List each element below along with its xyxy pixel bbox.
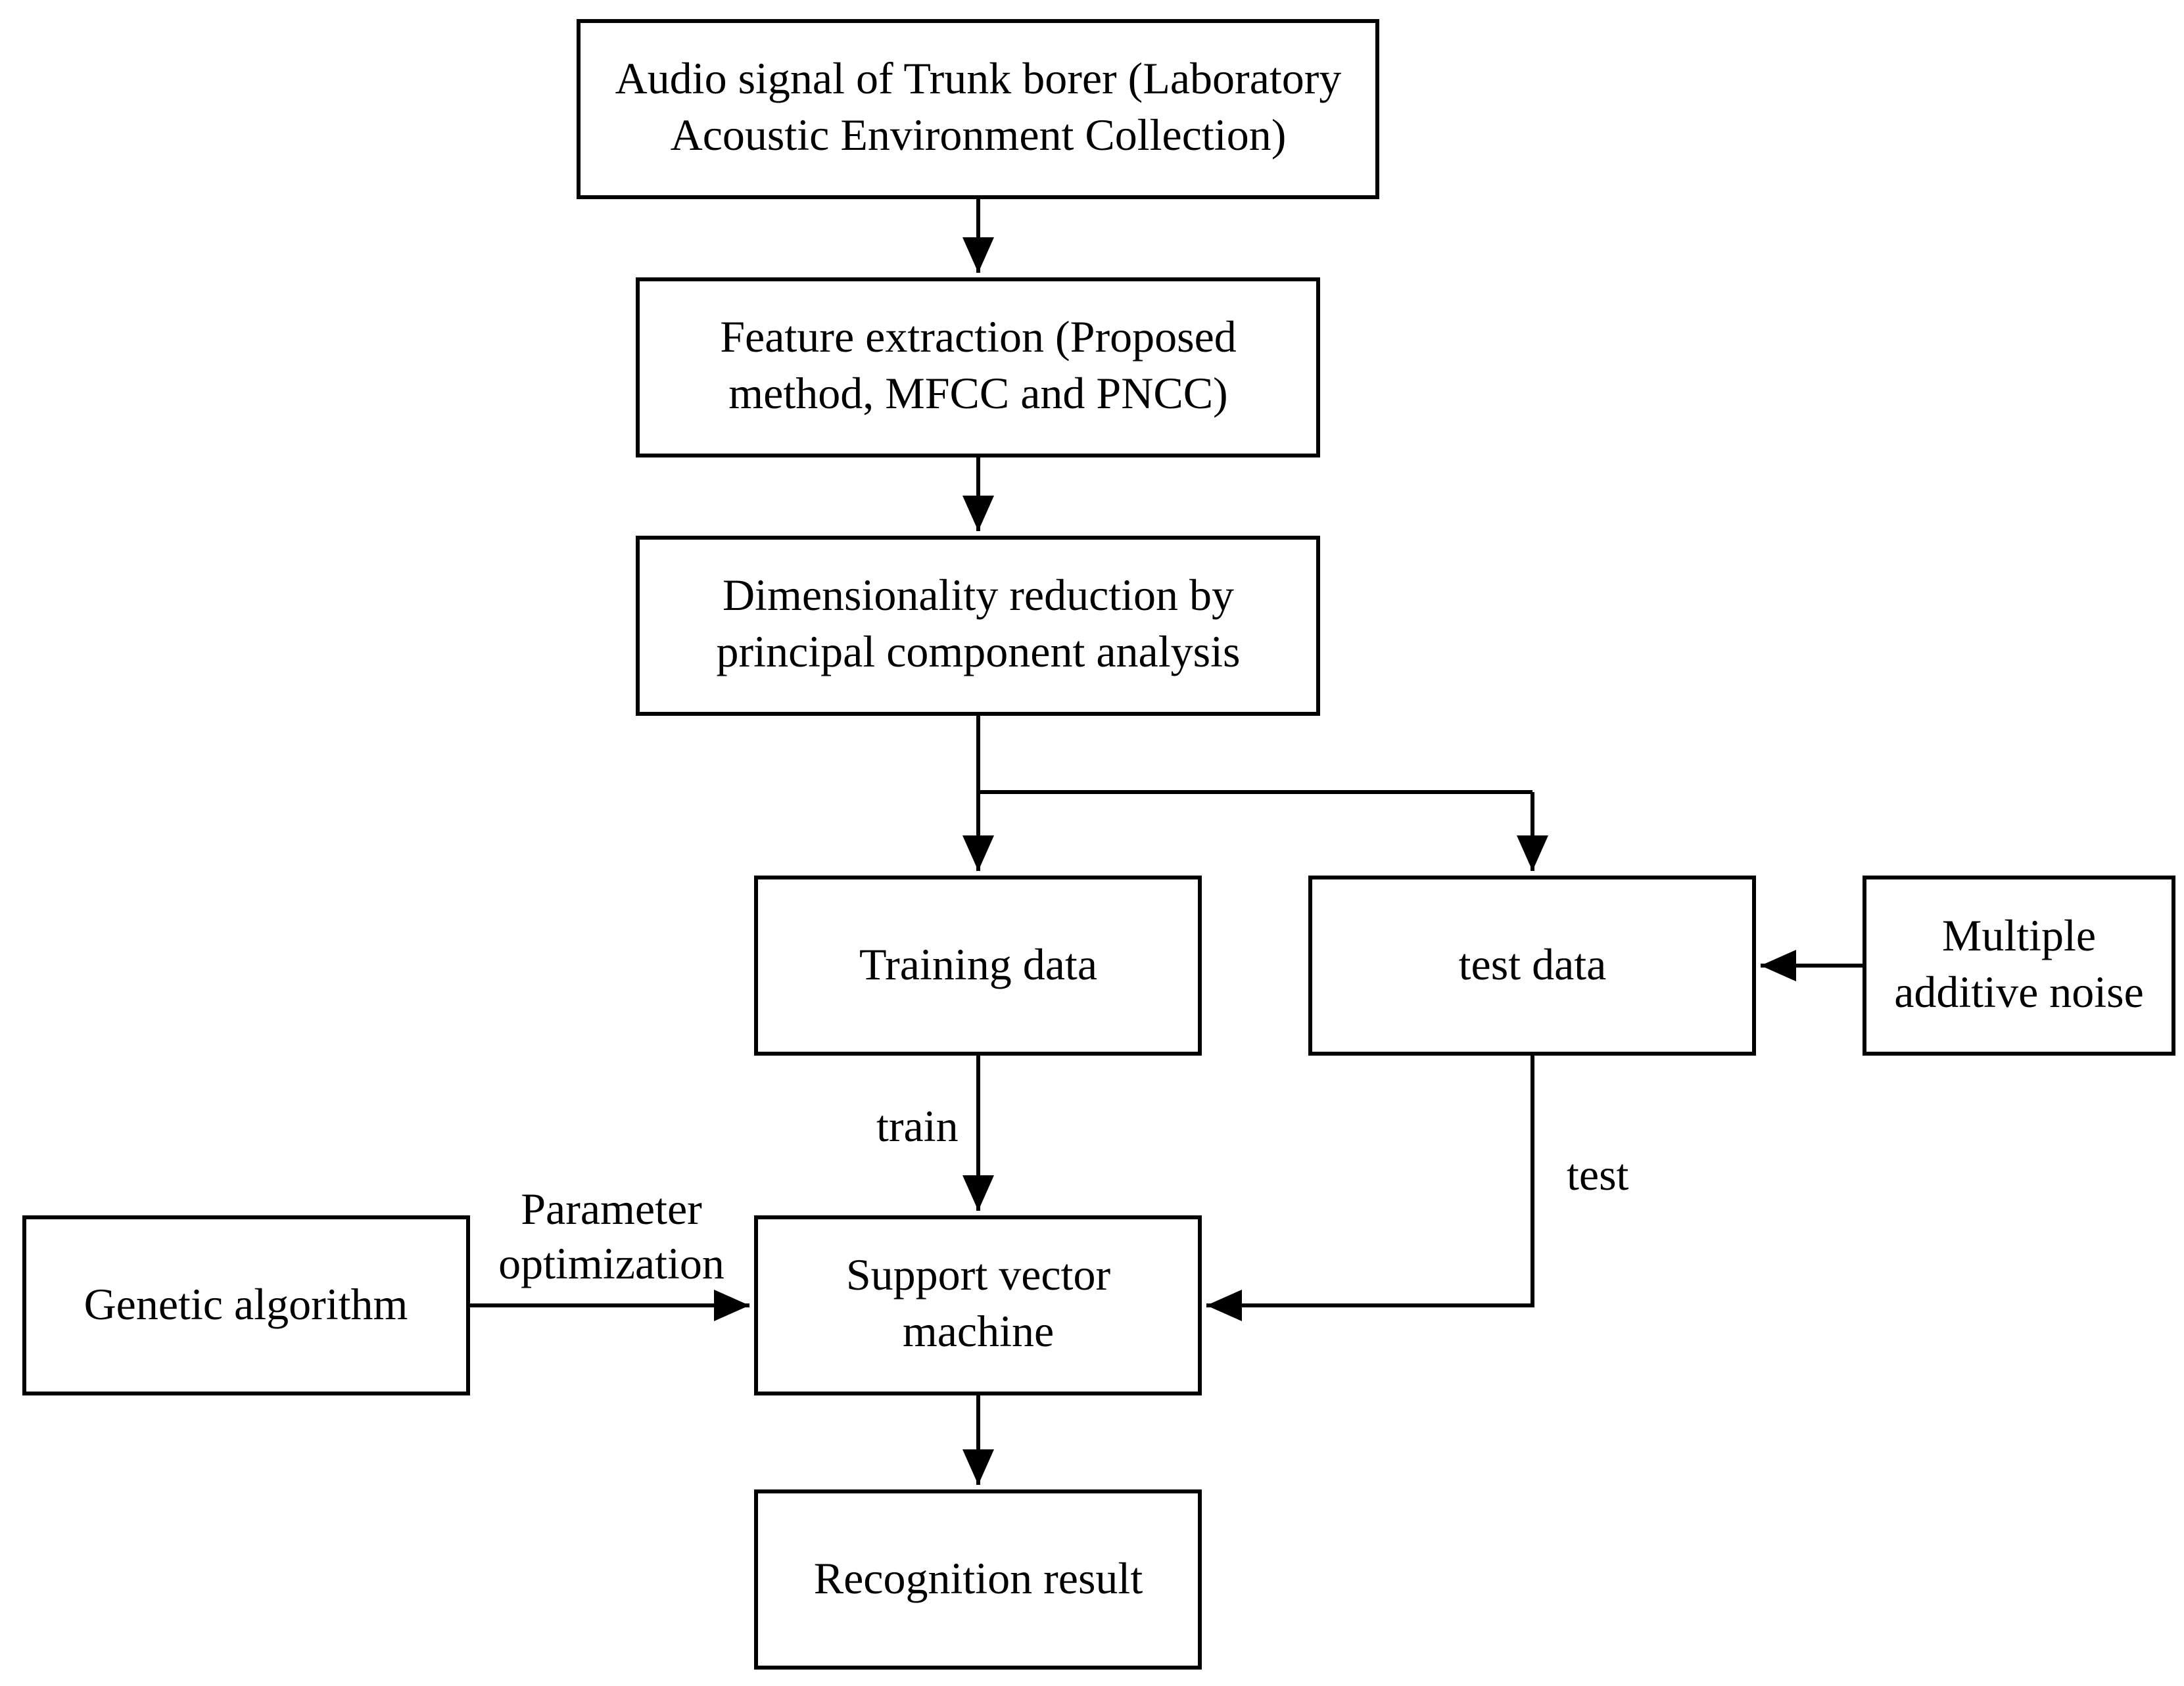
test-data-label: test data	[1459, 939, 1607, 989]
additive-noise-line1: Multiple	[1942, 910, 2096, 960]
dim-reduction-box	[636, 536, 1320, 716]
feature-extraction-line1: Feature extraction (Proposed	[720, 312, 1237, 362]
feature-extraction-line2: method, MFCC and PNCC)	[728, 368, 1227, 418]
feature-extraction-box	[636, 277, 1320, 457]
genetic-algorithm-box	[22, 1215, 470, 1395]
svm-line1: Support vector	[846, 1250, 1111, 1300]
genetic-algorithm-label: Genetic algorithm	[84, 1279, 408, 1329]
svm-line2: machine	[903, 1306, 1054, 1356]
test-data-box	[1308, 876, 1756, 1056]
edge-label-test: test	[1567, 1150, 1629, 1200]
svm-box	[754, 1215, 1202, 1395]
dim-reduction-line2: principal component analysis	[717, 626, 1241, 676]
audio-signal-line1: Audio signal of Trunk borer (Laboratory	[615, 53, 1342, 103]
additive-noise-line2: additive noise	[1894, 967, 2144, 1017]
arrow-test-to-svm	[1206, 1054, 1534, 1321]
training-data-box	[754, 876, 1202, 1056]
audio-signal-line2: Acoustic Environment Collection)	[671, 110, 1287, 160]
edge-label-train: train	[876, 1101, 959, 1151]
edge-label-optimization: optimization	[498, 1238, 724, 1288]
edge-label-parameter: Parameter	[521, 1184, 702, 1234]
recognition-result-label: Recognition result	[814, 1553, 1143, 1603]
training-data-label: Training data	[859, 939, 1097, 989]
dim-reduction-line1: Dimensionality reduction by	[723, 570, 1234, 620]
additive-noise-box	[1863, 876, 2175, 1056]
recognition-result-box	[754, 1489, 1202, 1670]
audio-signal-box	[577, 19, 1379, 199]
